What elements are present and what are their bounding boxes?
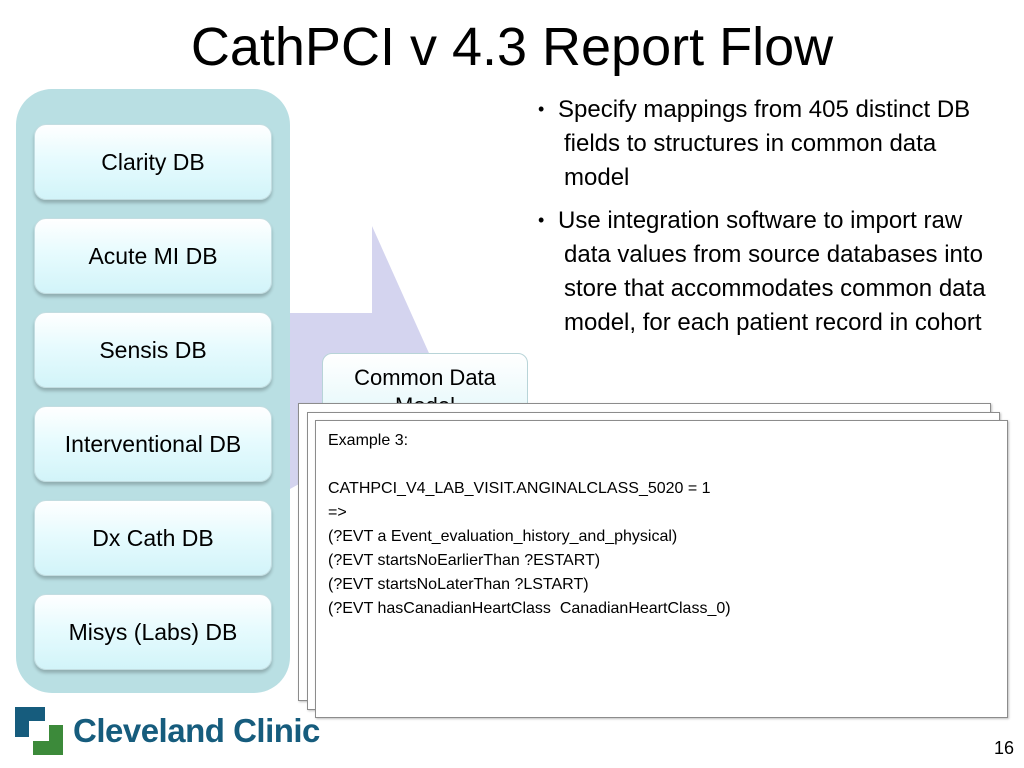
bullet-item: • Use integration software to import raw … bbox=[536, 203, 1006, 340]
page-number: 16 bbox=[993, 738, 1014, 758]
cleveland-clinic-logo: Cleveland Clinic bbox=[15, 707, 320, 755]
bullet-dot-icon: • bbox=[538, 99, 545, 119]
bullet-text: Use integration software to import raw d… bbox=[558, 207, 986, 336]
database-label: Interventional DB bbox=[64, 430, 242, 457]
example-code: Example 3: CATHPCI_V4_LAB_VISIT.ANGINALC… bbox=[328, 432, 731, 617]
database-acute-mi: Acute MI DB bbox=[34, 218, 272, 294]
database-clarity: Clarity DB bbox=[34, 124, 272, 200]
database-label: Dx Cath DB bbox=[92, 524, 214, 551]
cleveland-clinic-logo-icon bbox=[15, 707, 63, 755]
database-interventional: Interventional DB bbox=[34, 406, 272, 482]
database-sensis: Sensis DB bbox=[34, 312, 272, 388]
bullet-item: • Specify mappings from 405 distinct DB f… bbox=[536, 92, 1006, 195]
database-label: Clarity DB bbox=[101, 148, 205, 175]
database-dx-cath: Dx Cath DB bbox=[34, 500, 272, 576]
database-label: Acute MI DB bbox=[88, 242, 218, 269]
example-sheet: Example 3: CATHPCI_V4_LAB_VISIT.ANGINALC… bbox=[315, 420, 1008, 718]
bullet-text: Specify mappings from 405 distinct DB fi… bbox=[558, 96, 971, 191]
bullet-dot-icon: • bbox=[538, 210, 545, 230]
database-label: Sensis DB bbox=[99, 336, 207, 363]
bullet-list: • Specify mappings from 405 distinct DB f… bbox=[536, 92, 1006, 348]
database-misys-labs: Misys (Labs) DB bbox=[34, 594, 272, 670]
slide-title: CathPCI v 4.3 Report Flow bbox=[190, 17, 834, 77]
logo-text: Cleveland Clinic bbox=[73, 712, 320, 749]
database-label: Misys (Labs) DB bbox=[68, 618, 238, 645]
